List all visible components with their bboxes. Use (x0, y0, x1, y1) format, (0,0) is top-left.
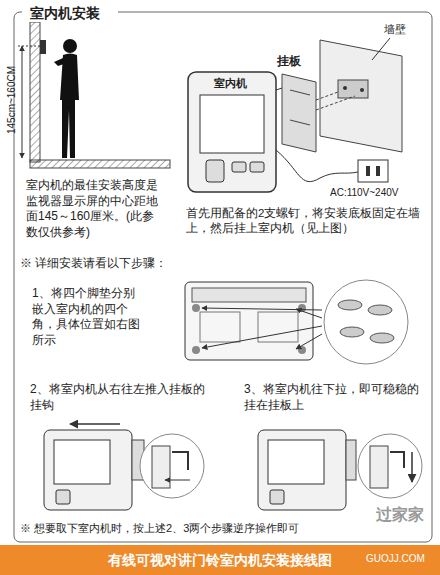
watermark: GUOJJ.COM (366, 552, 436, 565)
caption: 有线可视对讲门铃室内机安装接线图 (0, 551, 440, 569)
title: 室内机安装 (26, 4, 104, 22)
step-text: 2、将室内机从右往左推入挂板的挂钩 (30, 382, 210, 413)
step-text: 3、将室内机往下拉，即可稳稳的挂在挂板上 (244, 382, 424, 413)
note-text: 室内机的最佳安装高度是监视器显示屏的中心距地面145～160厘米。(此参数仅供参… (26, 178, 158, 240)
part-label: 挂板 (277, 54, 317, 70)
part-label: 室内机 (214, 76, 264, 90)
watermark: 过家家 (376, 505, 436, 526)
note-text: 首先用配备的2支螺钉，将安装底板固定在墙上，然后挂上室内机（见上图） (186, 206, 422, 236)
note-text: ※ 详细安装请看以下步骤： (20, 256, 270, 272)
part-label: 墙壁 (384, 22, 424, 36)
note-text: ※ 想要取下室内机时，按上述2、3两个步骤逆序操作即可 (20, 521, 360, 535)
dimension-label: 145cm~160CM (5, 55, 19, 145)
step-text: 1、将四个脚垫分别嵌入室内机的四个角，具体位置如右图所示 (32, 286, 142, 348)
voltage-label: AC:110V~240V (330, 186, 430, 199)
